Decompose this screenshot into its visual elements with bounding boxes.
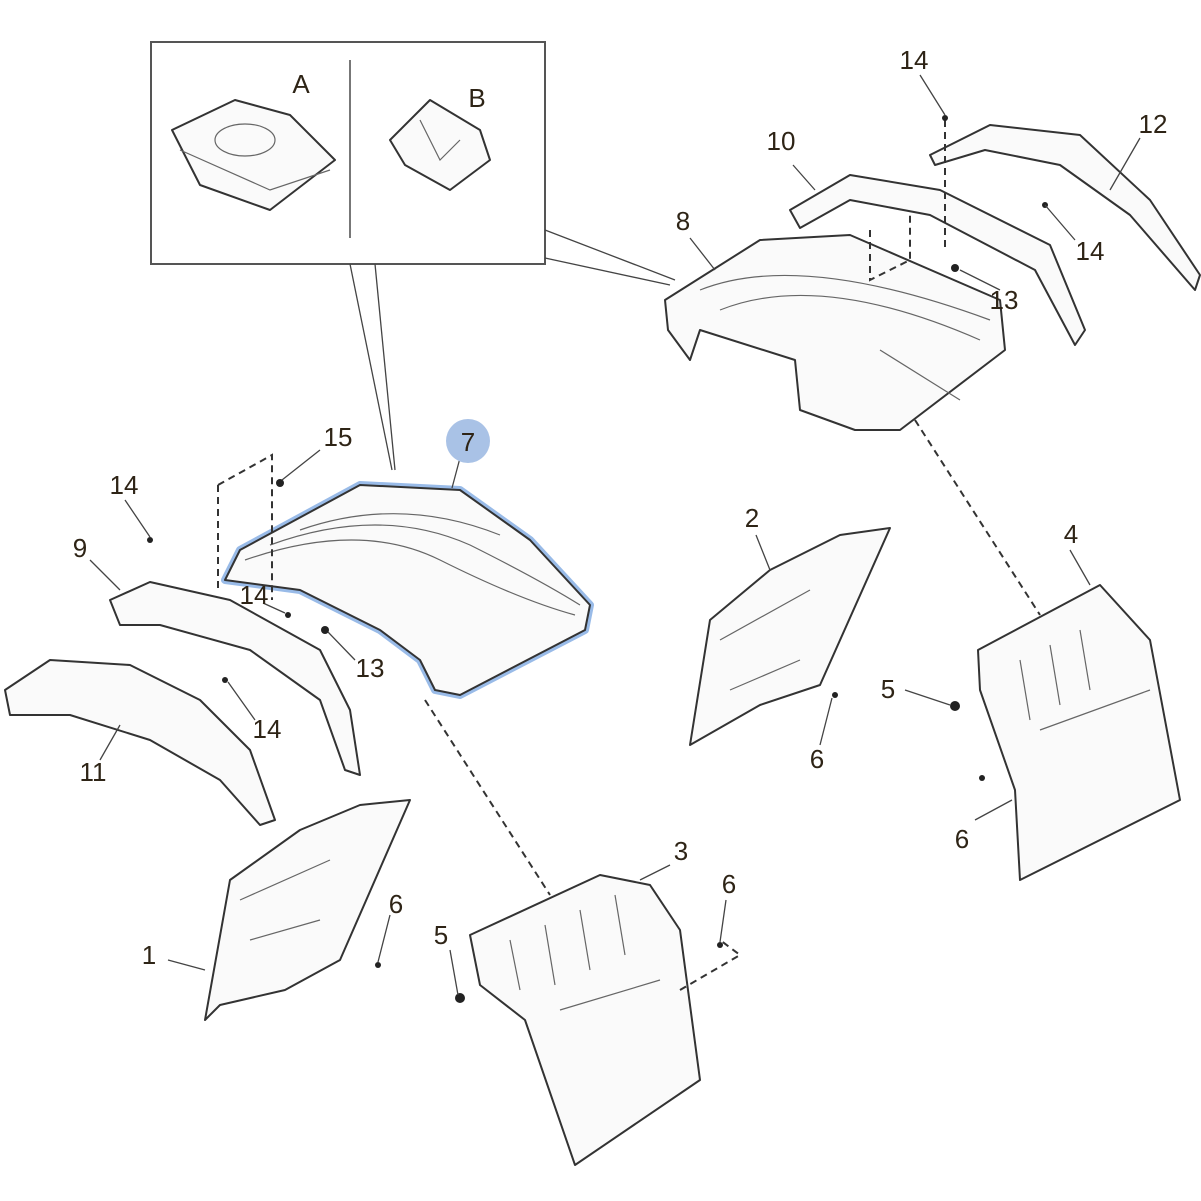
callout-5[interactable]: 5 (433, 920, 449, 950)
callout-7-highlighted[interactable]: 7 (460, 427, 476, 457)
part-9-trim (109, 581, 361, 776)
inset-label-b: B (468, 83, 486, 113)
callout-14[interactable]: 14 (239, 580, 269, 610)
callout-6[interactable]: 6 (954, 824, 970, 854)
leader-lines (89, 74, 1141, 996)
callout-4[interactable]: 4 (1063, 519, 1079, 549)
inset-label-a: A (292, 69, 310, 99)
part-8-panel (664, 234, 1006, 431)
part-10-trim (789, 174, 1086, 346)
part-4-shield (977, 584, 1181, 881)
part-3-shield (469, 874, 701, 1166)
part-11-trim (4, 659, 276, 826)
callout-1[interactable]: 1 (141, 940, 157, 970)
detail-inset (150, 41, 676, 471)
part-12-trim (929, 124, 1201, 291)
callout-13[interactable]: 13 (989, 285, 1019, 315)
part-7-callout-badge (446, 419, 490, 463)
callout-11[interactable]: 11 (79, 757, 107, 787)
part-2-liner (689, 527, 891, 746)
callout-5[interactable]: 5 (880, 674, 896, 704)
callout-15[interactable]: 15 (323, 422, 353, 452)
callout-14[interactable]: 14 (899, 45, 929, 75)
callout-14[interactable]: 14 (109, 470, 139, 500)
part-1-liner (204, 799, 411, 1021)
callout-3[interactable]: 3 (673, 836, 689, 866)
fasteners (147, 115, 1048, 1003)
callout-12[interactable]: 12 (1138, 109, 1168, 139)
callout-9[interactable]: 9 (72, 533, 88, 563)
clip-nut-b (389, 99, 491, 191)
callout-2[interactable]: 2 (744, 503, 760, 533)
callout-10[interactable]: 10 (766, 126, 796, 156)
callout-13[interactable]: 13 (355, 653, 385, 683)
callout-14[interactable]: 14 (252, 714, 282, 744)
clip-nut-a (171, 99, 336, 211)
callout-14[interactable]: 14 (1075, 236, 1105, 266)
callout-8[interactable]: 8 (675, 206, 691, 236)
callout-6[interactable]: 6 (809, 744, 825, 774)
callout-6[interactable]: 6 (388, 889, 404, 919)
callout-6[interactable]: 6 (721, 869, 737, 899)
part-7-panel-highlighted (221, 481, 594, 699)
